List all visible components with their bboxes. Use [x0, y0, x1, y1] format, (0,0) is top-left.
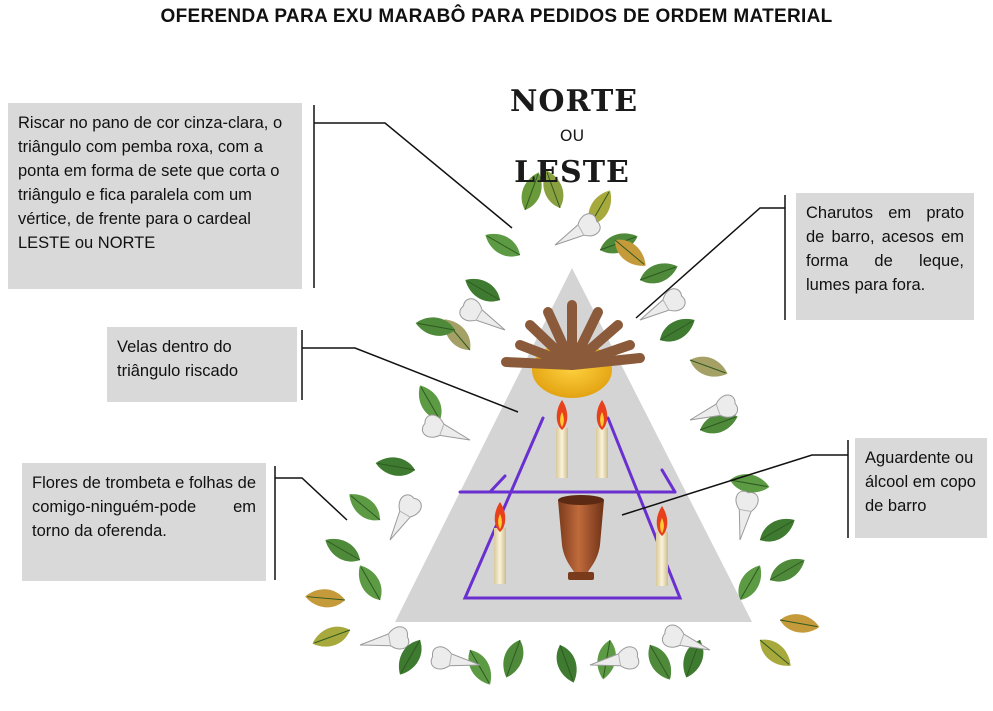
candle-1 — [556, 400, 568, 478]
leader-charutos — [635, 207, 785, 319]
leader-velas — [302, 347, 519, 413]
candle-2 — [596, 400, 608, 478]
page-title: OFERENDA PARA EXU MARABÔ PARA PEDIDOS DE… — [160, 6, 833, 27]
callout-velas: Velas dentro do triângulo riscado — [107, 327, 297, 402]
leader-lines — [274, 105, 849, 580]
leader-aguardente — [621, 454, 848, 516]
candle-4 — [656, 506, 668, 586]
callout-aguardente: Aguardente ou álcool em copo de barro — [855, 438, 987, 538]
leader-flores — [275, 477, 348, 521]
cigars-plate — [501, 300, 645, 398]
cardinal-east: LESTE — [514, 155, 630, 190]
callout-flores: Flores de trombeta e folhas de comigo-ni… — [22, 463, 266, 581]
candle-3 — [494, 502, 506, 584]
callout-riscar: Riscar no pano de cor cinza-clara, o tri… — [8, 103, 302, 289]
cardinal-or: OU — [559, 126, 585, 145]
cardinal-north: NORTE — [510, 84, 639, 119]
candles — [494, 400, 668, 586]
leader-riscar — [314, 122, 513, 229]
clay-cup — [558, 495, 604, 580]
callout-charutos: Charutos em prato de barro, acesos em fo… — [796, 193, 974, 320]
